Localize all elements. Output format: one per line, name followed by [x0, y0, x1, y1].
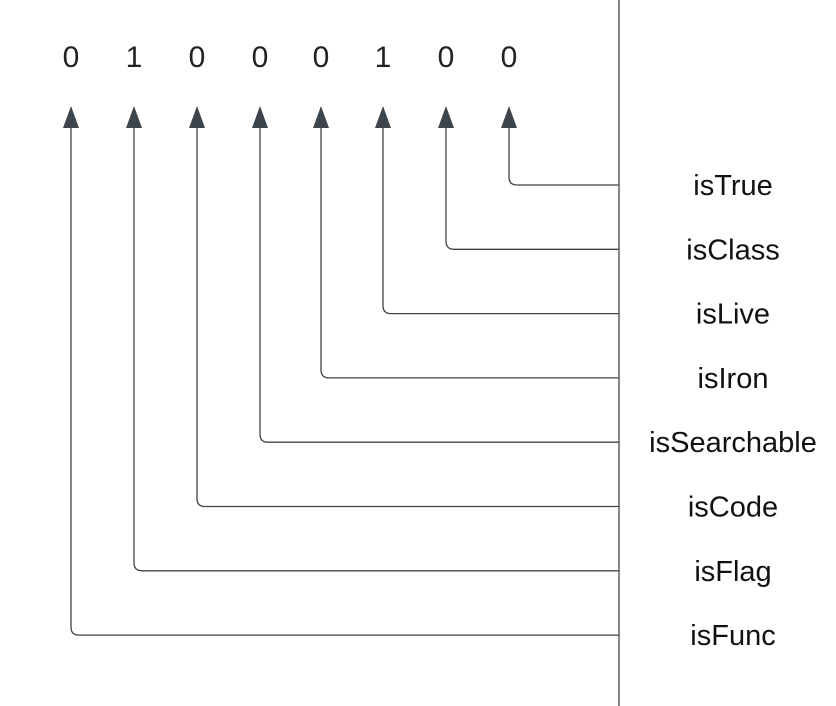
bit-value-7: 0: [501, 41, 518, 74]
arrowhead-icon: [126, 106, 142, 128]
bit-value-5: 1: [375, 41, 392, 74]
bit-value-3: 0: [252, 41, 269, 74]
bit-value-0: 0: [63, 41, 80, 74]
flag-label-isfunc: isFunc: [690, 620, 775, 652]
bit-value-1: 1: [126, 41, 143, 74]
flag-label-isflag: isFlag: [694, 556, 771, 588]
arrowhead-icon: [252, 106, 268, 128]
flag-labels: isTrue isClass isLive isIron isSearchable isC…: [649, 170, 817, 652]
arrowhead-icon: [501, 106, 517, 128]
arrowhead-icon: [63, 106, 79, 128]
bit-value-2: 0: [189, 41, 206, 74]
flag-label-isiron: isIron: [698, 363, 769, 395]
flag-label-istrue: isTrue: [693, 170, 773, 202]
bit-values: 0 1 0 0 0 1 0 0: [63, 41, 518, 74]
connector-isflag: [133, 128, 619, 572]
connector-isfunc: [70, 128, 619, 636]
arrowhead-icon: [375, 106, 391, 128]
connector-issearchable: [259, 128, 619, 443]
bit-value-4: 0: [313, 41, 330, 74]
arrowhead-icon: [189, 106, 205, 128]
connector-iscode: [196, 128, 619, 508]
connector-isclass: [445, 128, 619, 250]
connector-islive: [382, 128, 619, 315]
arrowhead-icon: [313, 106, 329, 128]
flag-label-issearchable: isSearchable: [649, 427, 817, 459]
arrowhead-icon: [438, 106, 454, 128]
flag-label-iscode: isCode: [688, 492, 778, 524]
bit-value-6: 0: [438, 41, 455, 74]
connectors: [63, 106, 619, 636]
connector-isiron: [320, 128, 619, 379]
flag-label-islive: isLive: [696, 299, 770, 331]
flag-label-isclass: isClass: [686, 234, 779, 266]
connector-istrue: [508, 128, 619, 186]
